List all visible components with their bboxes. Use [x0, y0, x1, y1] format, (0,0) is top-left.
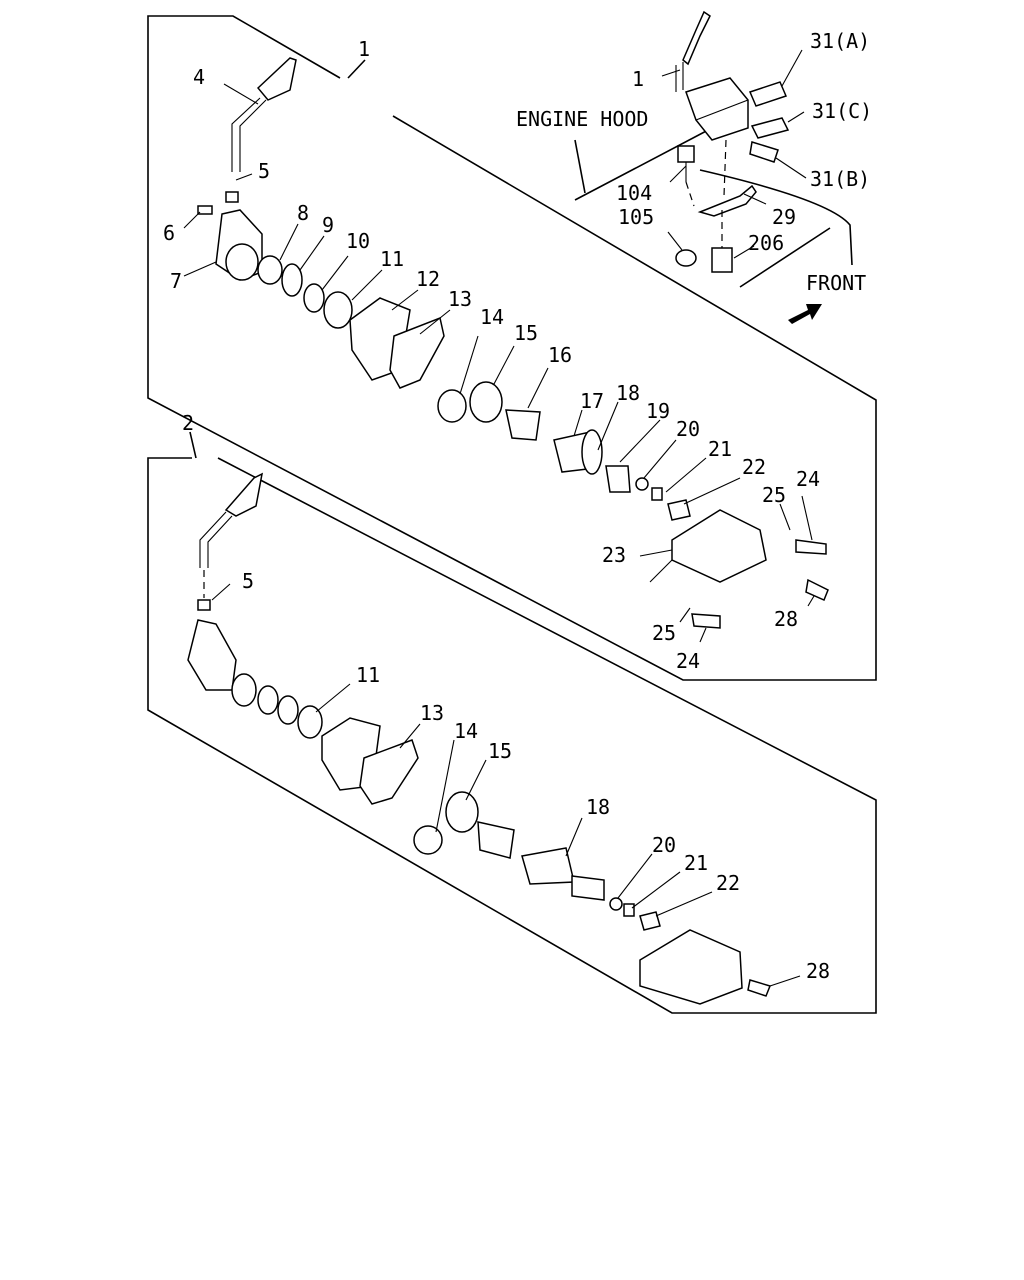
- upper-panel-frame: [147, 15, 877, 681]
- callout-18: 18: [616, 381, 640, 405]
- callout-15: 15: [514, 321, 538, 345]
- inset-leader-lines: [661, 49, 807, 259]
- lower-leader-lines: [211, 583, 801, 987]
- callout-14: 14: [480, 305, 504, 329]
- inset-callout-104: 104: [616, 181, 652, 205]
- callout-25-bottom: 25: [652, 621, 676, 645]
- lower-panel-labels: 2 5 11 13 14 15 18 20 21 22 28: [182, 411, 830, 983]
- callout-22: 22: [742, 455, 766, 479]
- lower-panel-frame: [147, 431, 877, 1014]
- lower-callout-11: 11: [356, 663, 380, 687]
- inset-callout-31b: 31(B): [810, 167, 870, 191]
- inset-callout-31a: 31(A): [810, 29, 870, 53]
- callout-23: 23: [602, 543, 626, 567]
- callout-7: 7: [170, 269, 182, 293]
- callout-6: 6: [163, 221, 175, 245]
- inset-callout-31c: 31(C): [812, 99, 872, 123]
- engine-hood-label: ENGINE HOOD: [516, 107, 648, 131]
- callout-21: 21: [708, 437, 732, 461]
- lower-callout-5: 5: [242, 569, 254, 593]
- lower-callout-21: 21: [684, 851, 708, 875]
- front-label: FRONT: [806, 271, 866, 295]
- lower-callout-20: 20: [652, 833, 676, 857]
- lower-callout-15: 15: [488, 739, 512, 763]
- callout-28: 28: [774, 607, 798, 631]
- callout-25-top: 25: [762, 483, 786, 507]
- callout-13: 13: [448, 287, 472, 311]
- callout-10: 10: [346, 229, 370, 253]
- lower-callout-22: 22: [716, 871, 740, 895]
- upper-leader-lines: [183, 83, 815, 643]
- callout-24-top: 24: [796, 467, 820, 491]
- lower-callout-14: 14: [454, 719, 478, 743]
- lower-callout-13: 13: [420, 701, 444, 725]
- inset-callout-1: 1: [632, 67, 644, 91]
- callout-11: 11: [380, 247, 404, 271]
- assembly-label-1: 1: [358, 37, 370, 61]
- callout-17: 17: [580, 389, 604, 413]
- inset-illustration: [574, 10, 853, 324]
- inset-callout-105: 105: [618, 205, 654, 229]
- lower-callout-18: 18: [586, 795, 610, 819]
- inset-callout-29: 29: [772, 205, 796, 229]
- callout-8: 8: [297, 201, 309, 225]
- upper-parts-illustration: [197, 57, 829, 629]
- lower-parts-illustration: [187, 472, 772, 1005]
- upper-panel-labels: 1 4 5 6 7 8 9 10 11 12 13 14 15 16 17 18…: [163, 37, 820, 673]
- lower-callout-28: 28: [806, 959, 830, 983]
- callout-12: 12: [416, 267, 440, 291]
- callout-4: 4: [193, 65, 205, 89]
- inset-callout-206: 206: [748, 231, 784, 255]
- callout-5: 5: [258, 159, 270, 183]
- callout-19: 19: [646, 399, 670, 423]
- callout-9: 9: [322, 213, 334, 237]
- callout-16: 16: [548, 343, 572, 367]
- assembly-label-2: 2: [182, 411, 194, 435]
- callout-20: 20: [676, 417, 700, 441]
- callout-24-bottom: 24: [676, 649, 700, 673]
- inset-labels: ENGINE HOOD FRONT 1 31(A) 31(C) 31(B) 10…: [516, 29, 872, 295]
